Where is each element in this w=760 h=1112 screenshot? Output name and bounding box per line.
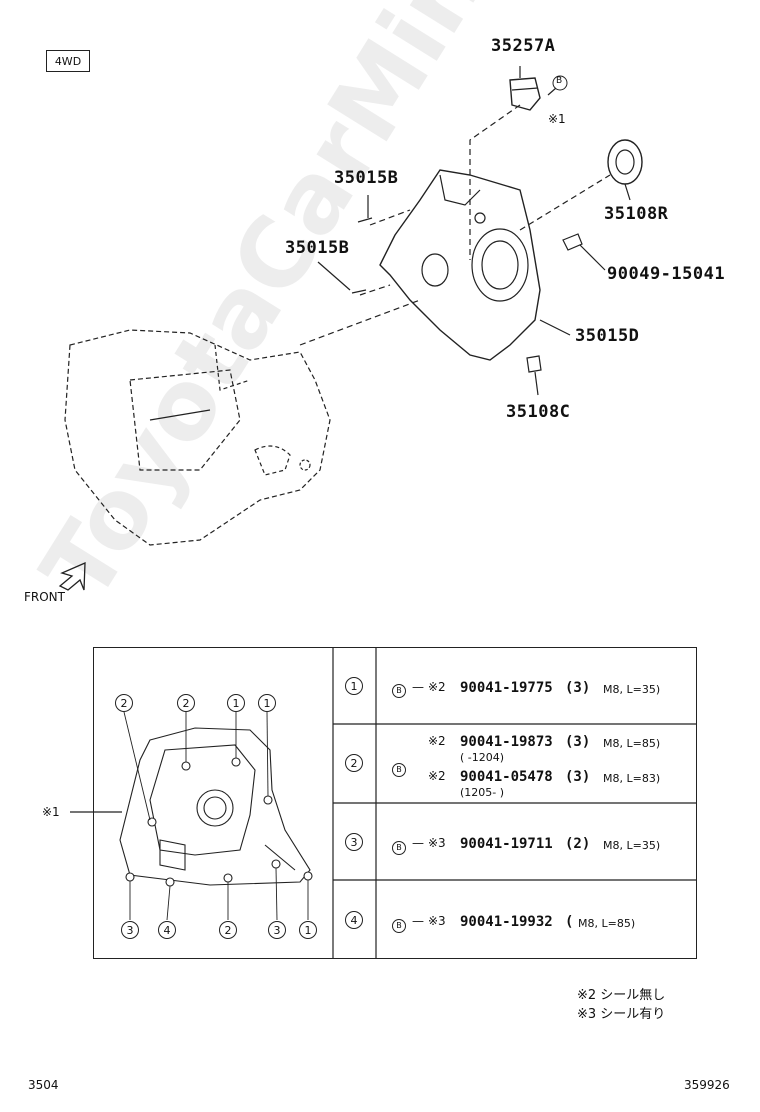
row4-index: 4 <box>345 911 363 929</box>
row2a-spec: M8, L=85) <box>603 737 661 750</box>
row3-b-mark: B <box>392 835 406 855</box>
row2b-range: (1205- ) <box>460 786 505 799</box>
label-35015B-lower: 35015B <box>285 238 350 258</box>
row1-dash: — <box>412 680 424 694</box>
label-90049-15041: 90049-15041 <box>607 264 726 284</box>
row2a-part: 90041-19873 <box>460 734 553 750</box>
footer-left-code: 3504 <box>28 1078 59 1092</box>
label-35257A: 35257A <box>491 36 556 56</box>
callout-3-b: 3 <box>268 921 286 939</box>
b-marker-top: B <box>556 76 563 86</box>
row4-b-mark: B <box>392 913 406 933</box>
row4-spec: M8, L=85) <box>578 917 636 930</box>
row4-part: 90041-19932 <box>460 914 553 930</box>
row2b-note: ※2 <box>428 769 446 783</box>
note-1-top: ※1 <box>548 112 566 126</box>
part-90049-15041 <box>562 233 583 251</box>
callout-4: 4 <box>158 921 176 939</box>
row2a-range: ( -1204) <box>460 751 505 764</box>
row1-b-mark: B <box>392 678 406 698</box>
legend-note-3: ※3 シール有り <box>577 1007 666 1022</box>
part-35108C <box>526 355 542 373</box>
row3-spec: M8, L=35) <box>603 839 661 852</box>
label-35108R: 35108R <box>604 204 669 224</box>
row2b-part: 90041-05478 <box>460 769 553 785</box>
footer-right-code: 359926 <box>684 1078 730 1092</box>
row4-note: ※3 <box>428 914 446 928</box>
callout-1-c: 1 <box>299 921 317 939</box>
callout-1-a: 1 <box>227 694 245 712</box>
transmission-housing <box>64 329 331 546</box>
label-35108C: 35108C <box>506 402 571 422</box>
row4-qty: ( <box>565 914 574 930</box>
note-1-left: ※1 <box>42 805 60 819</box>
row3-dash: — <box>412 836 424 850</box>
variant-badge: 4WD <box>46 50 90 72</box>
row3-note: ※3 <box>428 836 446 850</box>
row1-spec: M8, L=35) <box>603 683 661 696</box>
front-arrow <box>58 561 86 591</box>
row3-qty: (2) <box>565 836 591 852</box>
row1-qty: (3) <box>565 680 591 696</box>
part-35257A <box>509 77 541 111</box>
transfer-case <box>379 169 541 361</box>
callout-1-b: 1 <box>258 694 276 712</box>
legend-note-2: ※2 シール無し <box>577 988 666 1003</box>
callout-2-c: 2 <box>219 921 237 939</box>
row2-index: 2 <box>345 754 363 772</box>
row2b-spec: M8, L=83) <box>603 772 661 785</box>
row1-note: ※2 <box>428 680 446 694</box>
row1-index: 1 <box>345 677 363 695</box>
row2-b-mark: B <box>392 757 406 777</box>
row1-part: 90041-19775 <box>460 680 553 696</box>
label-35015B-upper: 35015B <box>334 168 399 188</box>
callout-2-a: 2 <box>115 694 133 712</box>
housing-bolt-layout <box>119 727 311 886</box>
callout-2-b: 2 <box>177 694 195 712</box>
row3-part: 90041-19711 <box>460 836 553 852</box>
row3-index: 3 <box>345 833 363 851</box>
label-35015D: 35015D <box>575 326 640 346</box>
row2b-qty: (3) <box>565 769 591 785</box>
callout-3-a: 3 <box>121 921 139 939</box>
row4-dash: — <box>412 914 424 928</box>
front-label: FRONT <box>24 590 65 604</box>
row2a-qty: (3) <box>565 734 591 750</box>
row2a-note: ※2 <box>428 734 446 748</box>
